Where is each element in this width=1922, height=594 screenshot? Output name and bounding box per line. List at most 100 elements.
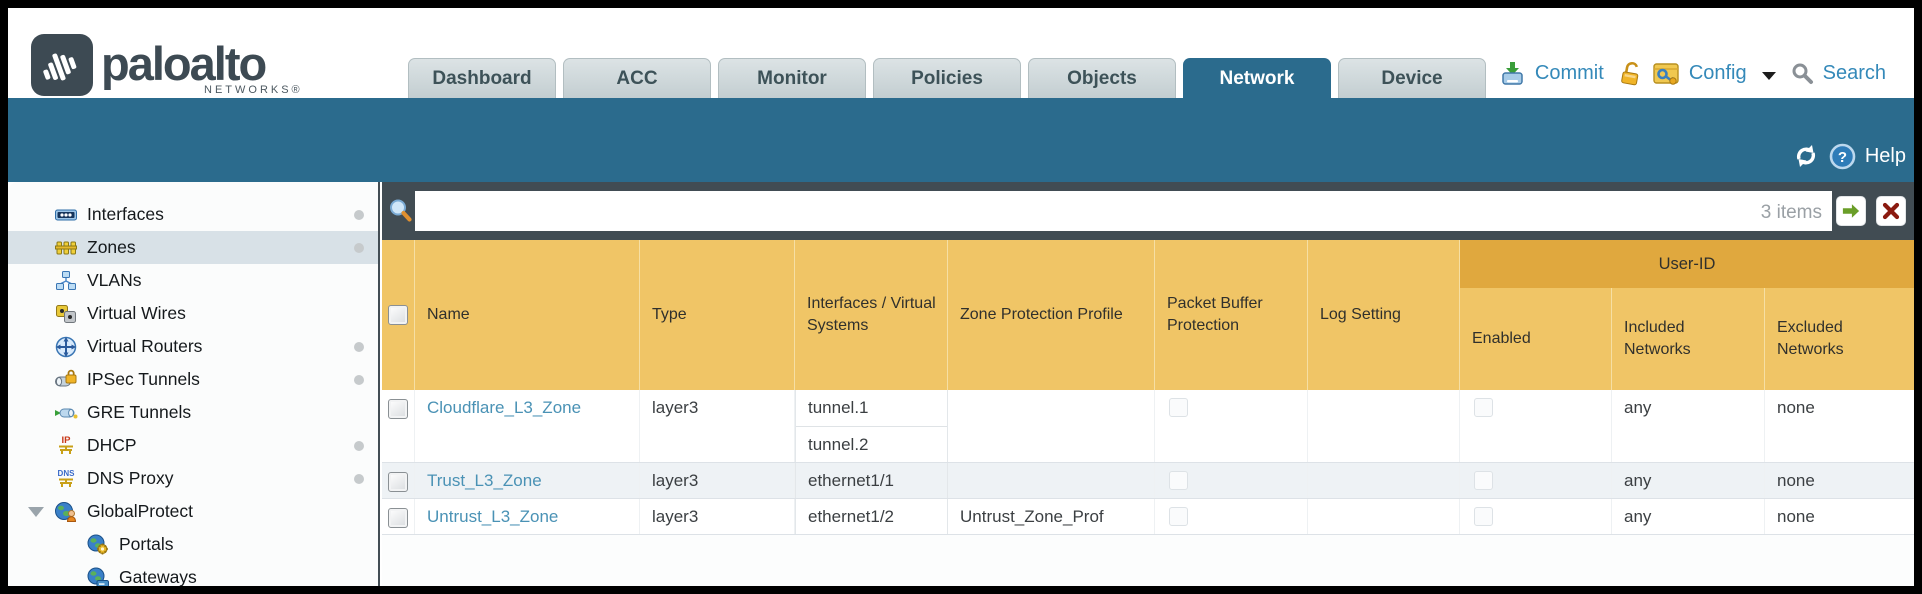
sidebar-item-globalprotect[interactable]: GlobalProtect [8,495,378,528]
sidebar-item-gateways[interactable]: Gateways [8,561,378,586]
zones-icon [55,241,77,254]
column-header-log-setting[interactable]: Log Setting [1308,240,1460,390]
help-button[interactable]: Help [1864,144,1906,167]
network-sidebar: Interfaces Zones VLANs [8,182,380,586]
app-window: paloalto NETWORKS® Dashboard ACC Monitor… [8,8,1914,586]
zones-panel: 3 items Name Type Interfaces / Virtual S… [382,182,1914,586]
svg-text:IP: IP [62,435,72,446]
interface-entry: ethernet1/1 [808,471,895,490]
column-header-type[interactable]: Type [640,240,795,390]
interface-entry: tunnel.1 [808,398,869,417]
packet-buffer-checkbox [1169,398,1188,417]
portals-icon [87,534,108,554]
select-all-checkbox[interactable] [388,305,408,325]
apply-filter-button[interactable] [1836,196,1866,226]
dns-proxy-icon: DNS [58,469,76,487]
group-header-user-id: User-ID [1460,240,1914,288]
interface-entry: ethernet1/2 [808,507,895,526]
row-checkbox[interactable] [388,472,408,492]
zone-type: layer3 [652,471,699,490]
refresh-icon[interactable] [1792,142,1820,170]
table-row: Cloudflare_L3_Zone layer3 tunnel.1 tunne… [382,390,1914,462]
tab-network[interactable]: Network [1183,58,1331,98]
zone-type: layer3 [652,507,699,526]
sidebar-item-gre-tunnels[interactable]: GRE Tunnels [8,396,378,429]
sidebar-item-dns-proxy[interactable]: DNS DNS Proxy [8,462,378,495]
config-menu-button[interactable]: Config [1688,62,1747,84]
zone-name-link[interactable]: Trust_L3_Zone [427,471,542,490]
table-row: Trust_L3_Zone layer3 ethernet1/1 any non… [382,462,1914,498]
tab-device[interactable]: Device [1338,58,1486,98]
sidebar-item-virtual-routers[interactable]: Virtual Routers [8,330,378,363]
commit-icon [1502,61,1523,85]
lock-icon[interactable] [1619,60,1643,87]
filter-bar: 3 items [382,182,1914,240]
column-header-excluded-networks[interactable]: Excluded Networks [1777,319,1844,358]
zones-table-body: Cloudflare_L3_Zone layer3 tunnel.1 tunne… [382,390,1914,535]
chevron-down-icon[interactable] [1761,71,1776,80]
tab-objects[interactable]: Objects [1028,58,1176,98]
search-icon [1792,63,1813,84]
user-id-enabled-checkbox [1474,471,1493,490]
config-icon [1653,63,1679,85]
zone-protection-profile: Untrust_Zone_Prof [960,507,1104,526]
status-dot [354,243,364,253]
virtual-wires-icon [56,304,76,323]
paloalto-logo-icon [31,34,93,96]
included-networks: any [1624,471,1652,490]
status-dot [354,375,364,385]
excluded-networks: none [1777,471,1815,490]
interface-entry: tunnel.2 [796,426,947,462]
zone-name-link[interactable]: Untrust_L3_Zone [427,507,559,526]
sidebar-item-virtual-wires[interactable]: Virtual Wires [8,297,378,330]
status-dot [354,441,364,451]
included-networks: any [1624,507,1652,526]
sidebar-item-zones[interactable]: Zones [8,231,378,264]
column-header-name[interactable]: Name [415,240,640,390]
items-count: 3 items [1760,202,1822,223]
vlans-icon [56,270,76,290]
clear-filter-button[interactable] [1876,196,1906,226]
ipsec-tunnels-icon [55,369,77,386]
table-row: Untrust_L3_Zone layer3 ethernet1/2 Untru… [382,498,1914,535]
sidebar-item-vlans[interactable]: VLANs [8,264,378,297]
global-search-button[interactable]: Search [1822,62,1886,84]
tab-dashboard[interactable]: Dashboard [408,58,556,98]
expand-triangle-icon[interactable] [28,507,44,517]
user-id-enabled-checkbox [1474,507,1493,526]
brand-subname: NETWORKS® [204,84,303,96]
sidebar-item-portals[interactable]: Portals [8,528,378,561]
brand-wordmark: paloalto [101,37,267,90]
tab-policies[interactable]: Policies [873,58,1021,98]
green-arrow-icon [1842,204,1860,218]
status-dot [354,474,364,484]
column-header-enabled[interactable]: Enabled [1460,288,1612,390]
interfaces-cell: ethernet1/2 [795,499,948,534]
main-nav-tabs: Dashboard ACC Monitor Policies Objects N… [408,58,1486,98]
zone-type: layer3 [652,398,699,417]
tab-acc[interactable]: ACC [563,58,711,98]
top-bar: paloalto NETWORKS® Dashboard ACC Monitor… [8,8,1914,98]
tab-monitor[interactable]: Monitor [718,58,866,98]
row-checkbox[interactable] [388,399,408,419]
packet-buffer-checkbox [1169,471,1188,490]
sidebar-item-ipsec-tunnels[interactable]: IPSec Tunnels [8,363,378,396]
included-networks: any [1624,398,1652,417]
filter-input[interactable] [415,191,1832,231]
commit-button[interactable]: Commit [1534,62,1604,84]
row-checkbox[interactable] [388,508,408,528]
excluded-networks: none [1777,507,1815,526]
column-header-packet-buffer-protection[interactable]: Packet Buffer Protection [1155,240,1308,390]
sidebar-item-dhcp[interactable]: IP DHCP [8,429,378,462]
column-header-included-networks[interactable]: Included Networks [1612,288,1765,390]
help-icon[interactable]: ? [1829,143,1856,170]
top-actions: Commit Config Search [1499,60,1892,87]
column-header-interfaces[interactable]: Interfaces / Virtual Systems [795,240,948,390]
svg-text:DNS: DNS [58,469,76,478]
column-header-zone-protection-profile[interactable]: Zone Protection Profile [948,240,1155,390]
zone-name-link[interactable]: Cloudflare_L3_Zone [427,398,582,417]
header-checkbox-cell [382,240,415,390]
user-id-enabled-checkbox [1474,398,1493,417]
gre-tunnels-icon [55,408,78,418]
sidebar-item-interfaces[interactable]: Interfaces [8,198,378,231]
